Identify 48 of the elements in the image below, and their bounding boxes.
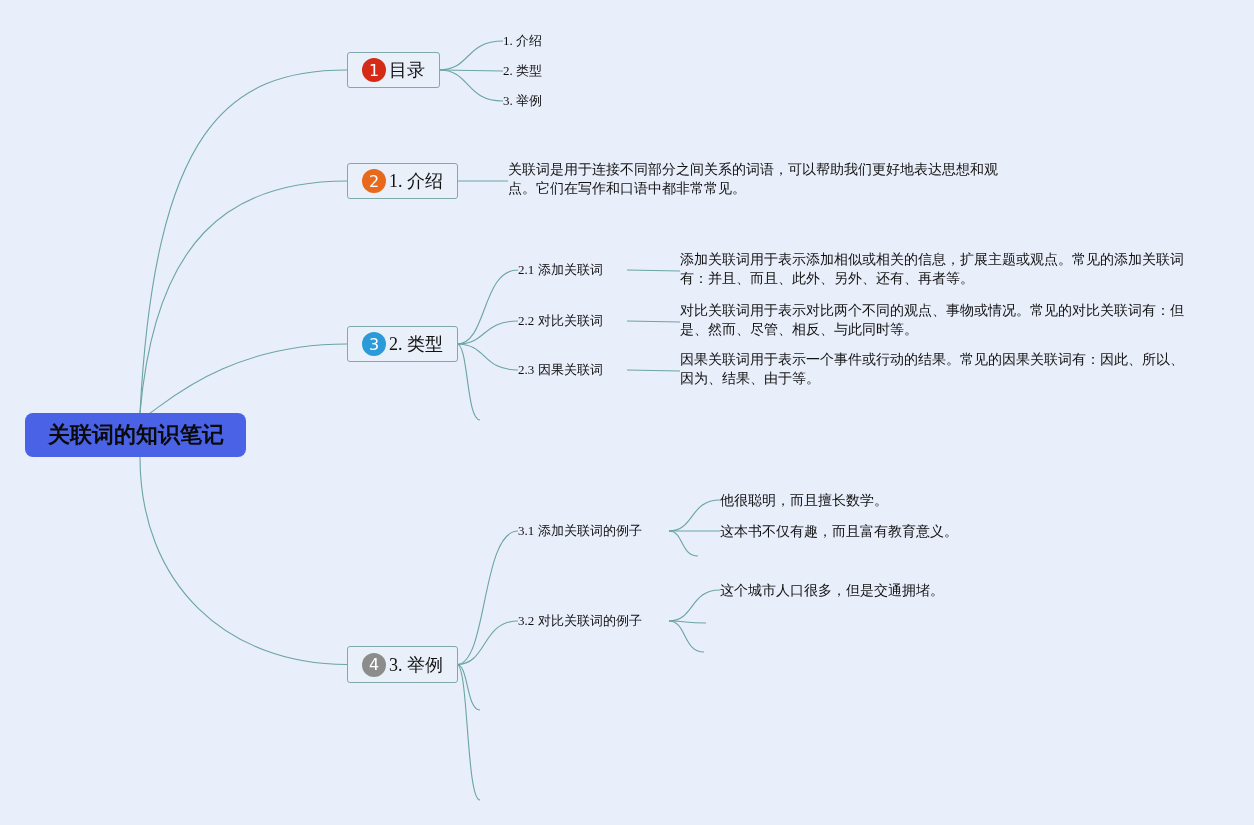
branch-line	[668, 620, 707, 624]
note-text: 这个城市人口很多，但是交通拥堵。	[720, 581, 1020, 599]
branch-line	[668, 620, 705, 653]
subtopic-text: 2. 类型	[503, 61, 563, 81]
branch-line	[626, 269, 681, 272]
subtopic-text: 3.2 对比关联词的例子	[518, 611, 670, 631]
branch-line	[668, 530, 721, 532]
central-topic	[25, 413, 246, 457]
number-badge: 3	[362, 332, 386, 356]
note-text: 他很聪明，而且擅长数学。	[720, 491, 1020, 509]
branch-line	[668, 530, 699, 557]
note-text: 这本书不仅有趣，而且富有教育意义。	[720, 522, 1020, 540]
branch-line	[149, 343, 348, 414]
note-text: 添加关联词用于表示添加相似或相关的信息，扩展主题或观点。常见的添加关联词有：并且、而且、此外、另外、还有、再者等。	[680, 250, 1192, 292]
subtopic-text: 2.3 因果关联词	[518, 360, 628, 380]
branch-line	[438, 69, 504, 102]
topic-label: 3. 举例	[389, 653, 443, 677]
topic-box	[347, 646, 458, 683]
topic-label: 目录	[389, 59, 425, 82]
note-text: 对比关联词用于表示对比两个不同的观点、事物或情况。常见的对比关联词有：但是、然而、尽管、相反、与此同时等。	[680, 301, 1192, 343]
topic-box	[347, 163, 458, 199]
branch-line	[626, 320, 681, 323]
number-badge: 1	[362, 58, 386, 82]
branch-line	[456, 620, 519, 666]
branch-line	[456, 663, 481, 711]
note-text: 关联词是用于连接不同部分之间关系的词语，可以帮助我们更好地表达思想和观点。它们在写作和口语中都非常常见。	[508, 160, 1018, 202]
branch-line	[456, 343, 481, 421]
topic-box	[347, 326, 458, 362]
branch-line	[139, 456, 348, 666]
number-badge: 4	[362, 652, 386, 677]
branch-line	[456, 530, 519, 666]
branch-line	[139, 69, 348, 414]
branch-line	[456, 343, 519, 371]
branch-line	[456, 663, 481, 801]
subtopic-text: 1. 介绍	[503, 31, 563, 51]
subtopic-text: 2.2 对比关联词	[518, 311, 628, 331]
note-text: 因果关联词用于表示一个事件或行动的结果。常见的因果关联词有：因此、所以、因为、结果、由于等。	[680, 350, 1192, 392]
topic-box	[347, 52, 440, 88]
topic-label: 2. 类型	[389, 333, 443, 356]
branch-line	[139, 180, 348, 414]
branch-line	[626, 369, 681, 372]
subtopic-text: 2.1 添加关联词	[518, 260, 628, 280]
subtopic-text: 3.1 添加关联词的例子	[518, 521, 670, 541]
number-badge: 2	[362, 169, 386, 193]
central-topic-label: 关联词的知识笔记	[47, 421, 224, 449]
topic-label: 1. 介绍	[389, 170, 443, 193]
subtopic-text: 3. 举例	[503, 91, 563, 111]
branch-line	[456, 180, 509, 182]
